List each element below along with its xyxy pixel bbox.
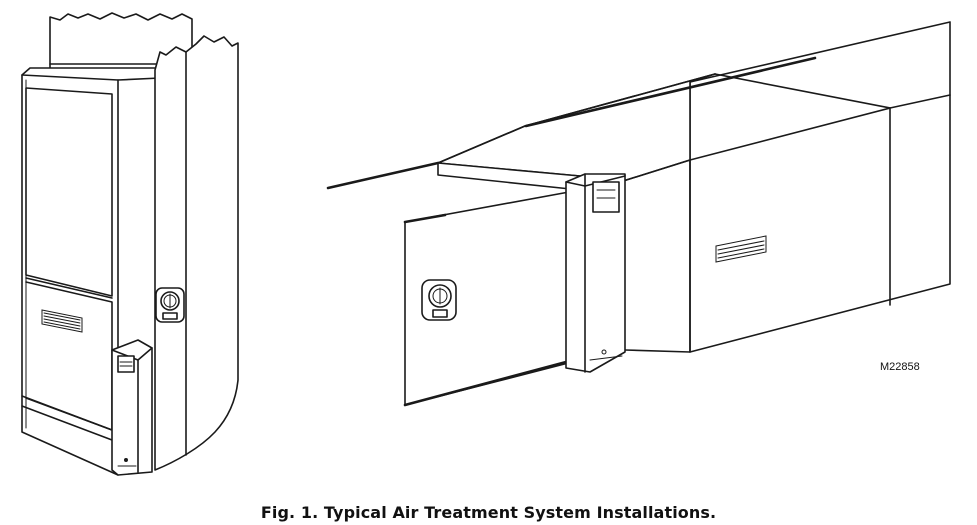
air-treatment-unit-left <box>111 339 153 476</box>
control-knob-icon <box>155 287 185 323</box>
upstream-duct <box>326 56 817 407</box>
figure-caption: Fig. 1. Typical Air Treatment System Ins… <box>260 503 717 522</box>
furnace-installation <box>21 12 239 476</box>
warning-label <box>41 309 83 333</box>
supply-plenum <box>49 12 193 71</box>
figure-id-label: M22858 <box>880 361 920 373</box>
downstream-duct <box>689 21 951 353</box>
warning-label <box>715 235 767 263</box>
air-treatment-unit-right <box>437 162 626 373</box>
return-duct <box>154 35 239 471</box>
control-knob-icon <box>421 279 457 321</box>
horizontal-duct-installation <box>326 21 951 407</box>
